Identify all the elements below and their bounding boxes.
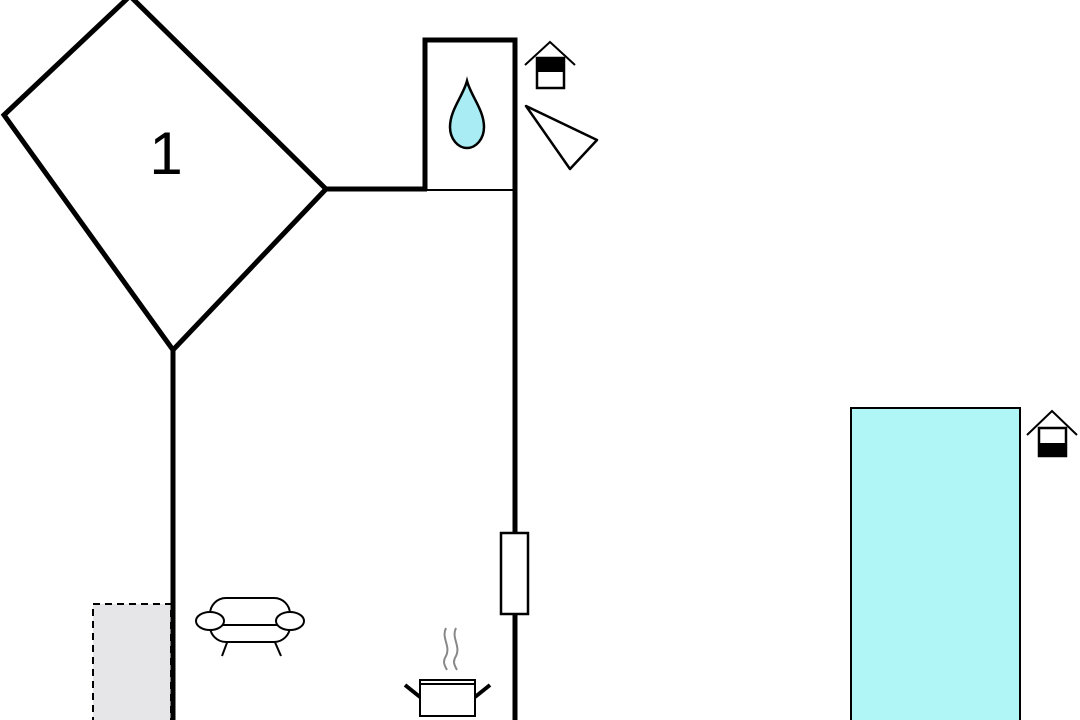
outdoor-area [92, 603, 172, 720]
house-floor-icon [524, 40, 576, 90]
view-cone-icon [524, 104, 599, 171]
armchair-icon [195, 597, 305, 657]
window [499, 531, 530, 616]
swimming-pool [850, 407, 1021, 720]
cooking-pot-icon [403, 627, 492, 717]
bathroom-wall [422, 37, 518, 191]
room-label: 1 [149, 120, 182, 187]
water-drop-icon [448, 76, 486, 150]
house-floor-icon [1026, 409, 1078, 458]
